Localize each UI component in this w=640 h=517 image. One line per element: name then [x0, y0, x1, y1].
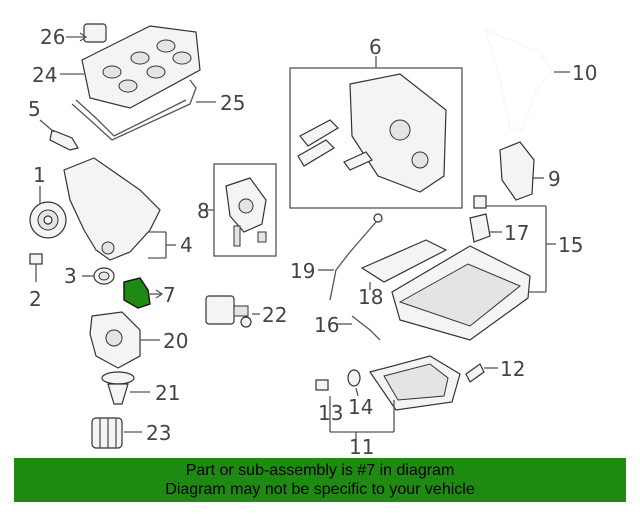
part-25-gasket[interactable]	[71, 79, 216, 141]
callout-17: 17	[504, 221, 529, 245]
part-1-pulley[interactable]	[29, 186, 67, 239]
part-11-lower-pan[interactable]	[329, 355, 461, 440]
callout-16: 16	[314, 313, 339, 337]
part-14-washer[interactable]	[347, 369, 361, 397]
callout-1: 1	[33, 163, 46, 187]
callout-23: 23	[146, 421, 171, 445]
part-16-tube[interactable]	[336, 315, 381, 341]
part-6-timing-case[interactable]	[289, 56, 463, 209]
callout-26: 26	[40, 25, 65, 49]
callout-14: 14	[348, 395, 373, 419]
callout-19: 19	[290, 259, 315, 283]
part-23-oil-filter[interactable]	[91, 417, 142, 449]
part-18-baffle[interactable]	[360, 239, 448, 290]
callout-20: 20	[163, 329, 188, 353]
part-12-sensor[interactable]	[465, 363, 498, 383]
part-4-front-cover[interactable]	[63, 157, 176, 261]
part-19-dipstick[interactable]	[318, 213, 383, 301]
callout-2: 2	[29, 287, 42, 311]
part-24-valve-cover[interactable]	[60, 25, 201, 109]
callout-12: 12	[500, 357, 525, 381]
part-21-adapter[interactable]	[101, 371, 150, 405]
part-9-cover[interactable]	[499, 141, 544, 201]
info-banner: Part or sub-assembly is #7 in diagram Di…	[14, 458, 626, 502]
callout-11: 11	[349, 435, 374, 459]
callout-6: 6	[369, 35, 382, 59]
part-2-bolt[interactable]	[29, 253, 43, 282]
callout-4: 4	[180, 233, 193, 257]
callout-18: 18	[358, 285, 383, 309]
callout-3: 3	[64, 264, 77, 288]
callout-13: 13	[318, 401, 343, 425]
part-17-fitting[interactable]	[469, 195, 502, 243]
callout-5: 5	[28, 97, 41, 121]
part-20-oil-pump[interactable]	[89, 311, 160, 369]
part-3-seal[interactable]	[82, 267, 115, 285]
callout-10: 10	[572, 61, 597, 85]
part-13-drain-plug[interactable]	[315, 379, 329, 391]
banner-line-1: Part or sub-assembly is #7 in diagram	[185, 462, 455, 479]
callout-8: 8	[197, 199, 210, 223]
callout-7: 7	[163, 283, 176, 307]
part-8-water-pump[interactable]	[204, 163, 277, 257]
part-5-bracket[interactable]	[39, 119, 79, 151]
callout-15: 15	[558, 233, 583, 257]
callout-24: 24	[32, 63, 57, 87]
part-22-sensor[interactable]	[205, 295, 260, 328]
callout-25: 25	[220, 91, 245, 115]
part-15-oil-pan[interactable]	[391, 205, 556, 341]
banner-line-2: Diagram may not be specific to your vehi…	[165, 481, 475, 498]
part-10-timing-chain[interactable]	[484, 28, 570, 131]
part-26-cap[interactable]	[66, 23, 107, 43]
callout-22: 22	[262, 303, 287, 327]
callout-9: 9	[548, 167, 561, 191]
callout-21: 21	[155, 381, 180, 405]
part-7-highlighted[interactable]	[123, 277, 164, 309]
